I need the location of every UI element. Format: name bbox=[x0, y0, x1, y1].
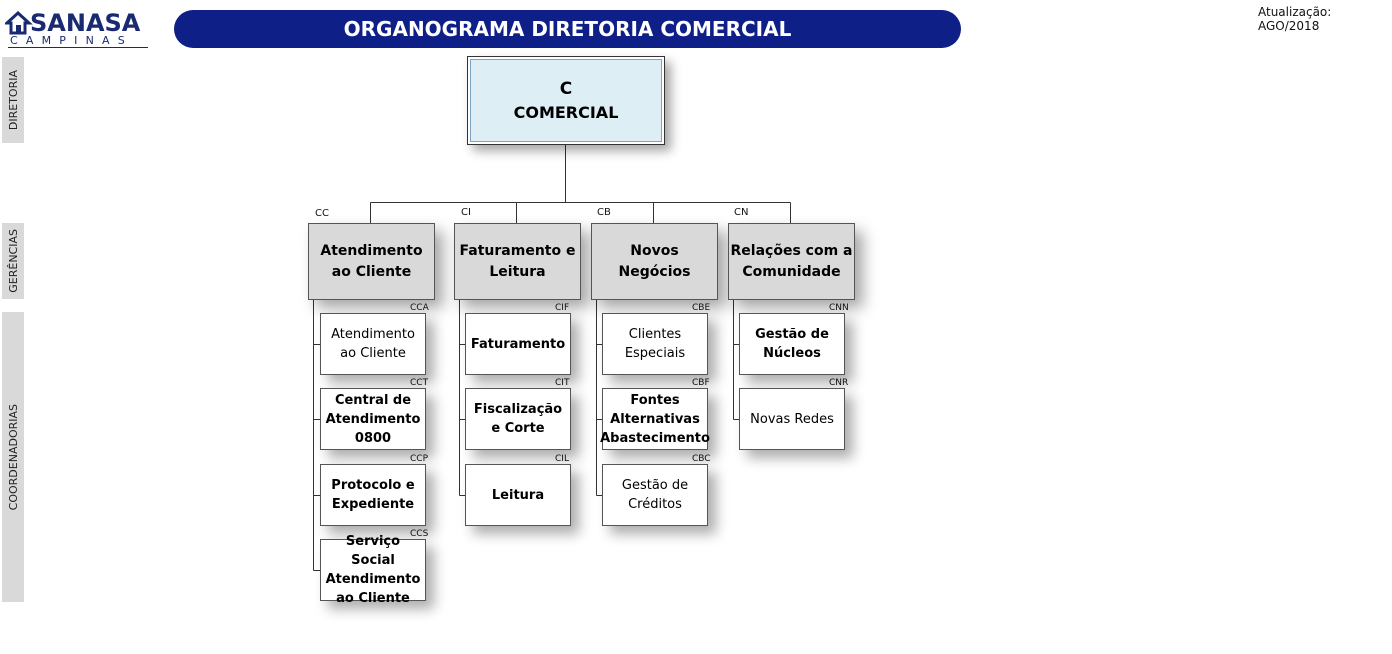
coordenadoria-box: Fontes Alternativas Abastecimento bbox=[600, 388, 710, 450]
coordenadoria-name: Fontes Alternativas Abastecimento bbox=[600, 392, 710, 446]
coordenadoria-code: CNN bbox=[829, 303, 849, 313]
logo-subtitle: CAMPINAS bbox=[10, 34, 133, 47]
gerencia-code: CC bbox=[315, 208, 329, 219]
coordenadoria-box: Gestão de Núcleos bbox=[739, 313, 845, 375]
gerencia-name: Novos Negócios bbox=[618, 242, 691, 280]
band-coordenadorias: COORDENADORIAS bbox=[2, 312, 24, 602]
band-diretoria-label: DIRETORIA bbox=[6, 69, 20, 131]
gerencia-name: Relações com a Comunidade bbox=[730, 242, 853, 280]
band-gerencias-label: GERÊNCIAS bbox=[6, 229, 20, 293]
coordenadoria-code: CBC bbox=[692, 454, 711, 464]
diretoria-name: COMERCIAL bbox=[513, 103, 619, 122]
coordenadoria-name: Faturamento bbox=[470, 336, 566, 352]
coordenadoria-code: CCP bbox=[410, 454, 428, 464]
gerencia-box: Faturamento e Leitura bbox=[454, 223, 581, 300]
gerencia-name: Faturamento e Leitura bbox=[459, 242, 576, 280]
coordenadoria-name: Protocolo e Expediente bbox=[331, 478, 415, 512]
page-title: ORGANOGRAMA DIRETORIA COMERCIAL bbox=[174, 10, 961, 48]
coordenadoria-code: CCS bbox=[410, 529, 429, 539]
coordenadoria-box: Protocolo e Expediente bbox=[320, 464, 426, 526]
logo-underline bbox=[8, 47, 148, 48]
coordenadoria-code: CIL bbox=[555, 454, 569, 464]
update-date: Atualização: AGO/2018 bbox=[1258, 5, 1332, 33]
coordenadoria-code: CIF bbox=[555, 303, 570, 313]
coordenadoria-name: Gestão de Núcleos bbox=[755, 327, 829, 361]
coordenadoria-box: Central de Atendimento 0800 bbox=[320, 388, 426, 450]
coordenadoria-box: Fiscalização e Corte bbox=[465, 388, 571, 450]
coordenadoria-box: Gestão de Créditos bbox=[602, 464, 708, 526]
gerencia-box: Atendimento ao Cliente bbox=[308, 223, 435, 300]
coordenadoria-code: CCA bbox=[410, 303, 429, 313]
gerencia-code: CB bbox=[597, 207, 611, 218]
coordenadoria-name: Serviço Social Atendimento ao Cliente bbox=[325, 534, 421, 606]
coordenadoria-name: Fiscalização e Corte bbox=[473, 402, 563, 436]
band-coordenadorias-label: COORDENADORIAS bbox=[6, 403, 20, 511]
diretoria-code: C bbox=[559, 79, 573, 99]
gerencia-code: CI bbox=[461, 207, 471, 218]
coordenadoria-name: Clientes Especiais bbox=[624, 327, 686, 361]
coordenadoria-code: CCT bbox=[410, 378, 429, 388]
coordenadoria-code: CBF bbox=[692, 378, 710, 388]
diretoria-box: C COMERCIAL bbox=[467, 56, 665, 145]
gerencia-name: Atendimento ao Cliente bbox=[320, 242, 423, 280]
coordenadoria-box: Novas Redes bbox=[739, 388, 845, 450]
coordenadoria-code: CIT bbox=[555, 378, 570, 388]
gerencia-code: CN bbox=[734, 207, 749, 218]
coordenadoria-name: Atendimento ao Cliente bbox=[331, 327, 415, 361]
coordenadoria-box: Serviço Social Atendimento ao Cliente bbox=[320, 534, 426, 606]
coordenadoria-box: Leitura bbox=[465, 464, 571, 526]
coordenadoria-box: Faturamento bbox=[465, 313, 571, 375]
coordenadoria-box: Atendimento ao Cliente bbox=[320, 313, 426, 375]
coordenadoria-name: Leitura bbox=[491, 487, 545, 503]
coordenadoria-code: CNR bbox=[829, 378, 849, 388]
coordenadoria-box: Clientes Especiais bbox=[602, 313, 708, 375]
house-icon bbox=[5, 11, 33, 35]
coordenadoria-name: Gestão de Créditos bbox=[621, 478, 689, 512]
gerencia-box: Novos Negócios bbox=[591, 223, 718, 300]
band-gerencias: GERÊNCIAS bbox=[2, 223, 24, 299]
band-diretoria: DIRETORIA bbox=[2, 57, 24, 143]
coordenadoria-code: CBE bbox=[692, 303, 711, 313]
coordenadoria-name: Novas Redes bbox=[750, 411, 834, 427]
coordenadoria-name: Central de Atendimento 0800 bbox=[325, 392, 421, 446]
gerencia-box: Relações com a Comunidade bbox=[728, 223, 855, 300]
logo-wordmark: SANASA bbox=[30, 9, 141, 37]
